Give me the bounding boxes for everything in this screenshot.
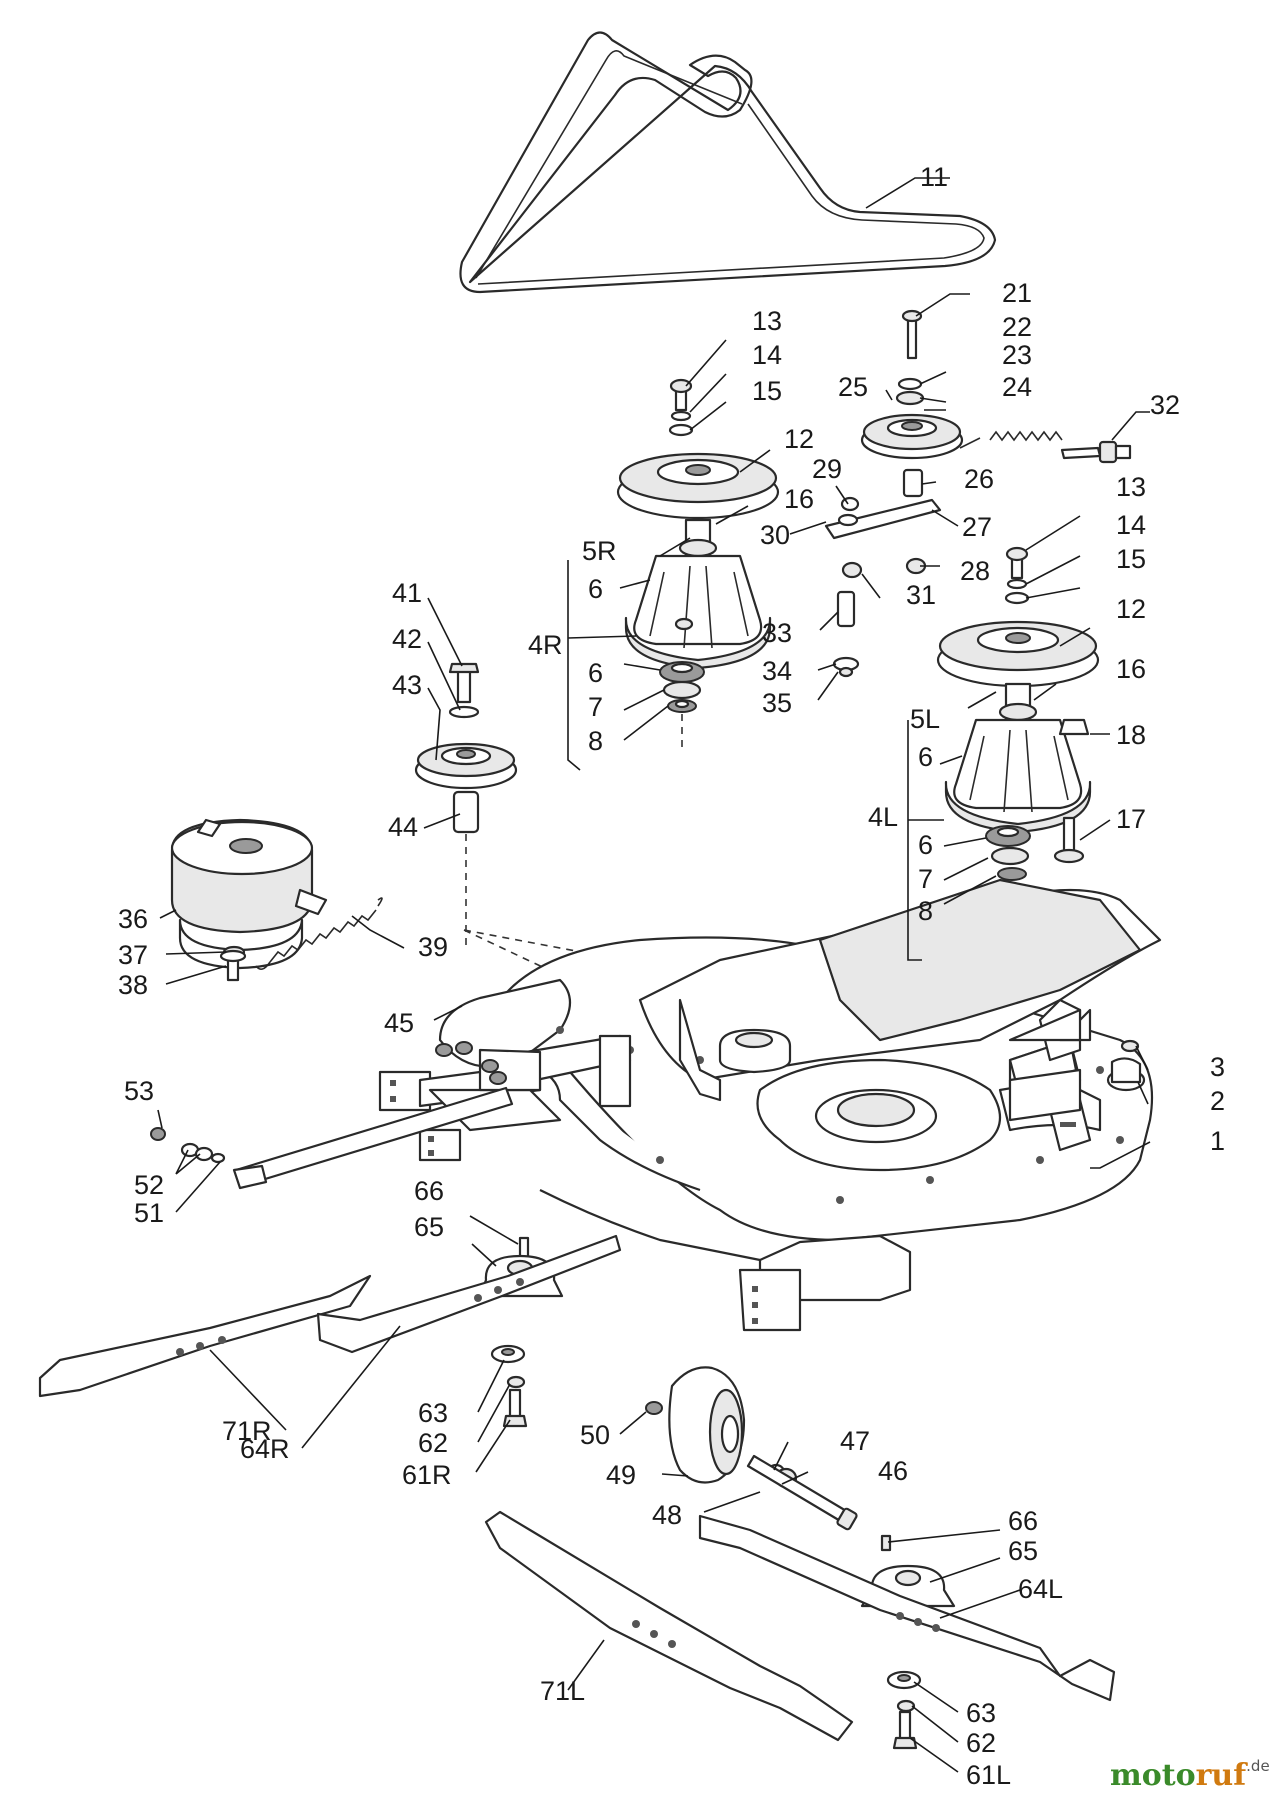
label-12-right: 12: [784, 424, 814, 454]
label-6-l2: 6: [918, 830, 933, 860]
label-71L: 71L: [540, 1676, 585, 1706]
label-33: 33: [762, 618, 792, 648]
label-8-right: 8: [588, 726, 603, 756]
label-7-left: 7: [918, 864, 933, 894]
label-1: 1: [1210, 1126, 1225, 1156]
label-22: 22: [1002, 312, 1032, 342]
label-47: 47: [840, 1426, 870, 1456]
label-29: 29: [812, 454, 842, 484]
label-62-right: 62: [418, 1428, 448, 1458]
label-6-r1: 6: [588, 574, 603, 604]
blade-64R: [316, 1234, 622, 1354]
spindle-left-assembly: [936, 546, 1100, 920]
label-46: 46: [878, 1456, 908, 1486]
label-23: 23: [1002, 340, 1032, 370]
label-16-right: 16: [784, 484, 814, 514]
label-41: 41: [392, 578, 422, 608]
label-39: 39: [418, 932, 448, 962]
label-52: 52: [134, 1170, 164, 1200]
label-18: 18: [1116, 720, 1146, 750]
lift-linkage: [150, 1034, 632, 1190]
idler-pulley-assembly: [860, 309, 964, 498]
gauge-wheel-assembly: [645, 1366, 858, 1531]
label-7-right: 7: [588, 692, 603, 722]
label-28: 28: [960, 556, 990, 586]
label-13-left: 13: [1116, 472, 1146, 502]
label-64R: 64R: [240, 1434, 290, 1464]
label-6-r2: 6: [588, 658, 603, 688]
label-49: 49: [606, 1460, 636, 1490]
label-53: 53: [124, 1076, 154, 1106]
label-35: 35: [762, 688, 792, 718]
label-50: 50: [580, 1420, 610, 1450]
blade-bolt-left: [886, 1670, 922, 1750]
label-34: 34: [762, 656, 792, 686]
label-17: 17: [1116, 804, 1146, 834]
label-27: 27: [962, 512, 992, 542]
spindle-right-assembly: [616, 378, 780, 750]
label-63-left: 63: [966, 1698, 996, 1728]
label-45: 45: [384, 1008, 414, 1038]
label-26: 26: [964, 464, 994, 494]
label-63-right: 63: [418, 1398, 448, 1428]
label-13-right: 13: [752, 306, 782, 336]
label-66-left: 66: [1008, 1506, 1038, 1536]
blade-71L: [484, 1510, 854, 1742]
label-16-left: 16: [1116, 654, 1146, 684]
label-30: 30: [760, 520, 790, 550]
label-8-left: 8: [918, 896, 933, 926]
label-32: 32: [1150, 390, 1180, 420]
label-5L: 5L: [910, 704, 940, 734]
part-labels: 11 21 22 23 24 25 32 13 14 15 12 29 16 2…: [118, 162, 1225, 1790]
label-65-left: 65: [1008, 1536, 1038, 1566]
electric-clutch-assembly: [170, 818, 625, 982]
label-31: 31: [906, 580, 936, 610]
drive-belt: [459, 31, 997, 294]
label-5R: 5R: [582, 536, 617, 566]
label-3: 3: [1210, 1052, 1225, 1082]
label-43: 43: [392, 670, 422, 700]
label-64L: 64L: [1018, 1574, 1063, 1604]
center-pulley-assembly: [414, 662, 518, 948]
label-71R: 71R: [222, 1416, 272, 1446]
label-4R: 4R: [528, 630, 563, 660]
label-44: 44: [388, 812, 418, 842]
anti-scalp-roller: [1106, 1039, 1146, 1092]
idler-bracket: [824, 496, 942, 678]
label-14-left: 14: [1116, 510, 1146, 540]
label-11: 11: [920, 162, 948, 192]
blade-71R: [38, 1274, 372, 1398]
label-66-right: 66: [414, 1176, 444, 1206]
mower-deck: [438, 878, 1162, 1332]
blade-bolt-right: [490, 1344, 528, 1428]
label-24: 24: [1002, 372, 1032, 402]
blade-64L: [698, 1514, 1116, 1702]
label-65-right: 65: [414, 1212, 444, 1242]
leader-lines: [157, 177, 1151, 1773]
label-12-left: 12: [1116, 594, 1146, 624]
label-61R: 61R: [402, 1460, 452, 1490]
label-6-l1: 6: [918, 742, 933, 772]
svg-text:motoruf.de: motoruf.de: [1110, 1757, 1270, 1793]
label-38: 38: [118, 970, 148, 1000]
label-15-right: 15: [752, 376, 782, 406]
label-14-right: 14: [752, 340, 782, 370]
label-36: 36: [118, 904, 148, 934]
tension-spring-rod: [959, 430, 1132, 464]
label-62-left: 62: [966, 1728, 996, 1758]
label-21: 21: [1002, 278, 1032, 308]
label-2: 2: [1210, 1086, 1225, 1116]
label-51: 51: [134, 1198, 164, 1228]
label-61L: 61L: [966, 1760, 1011, 1790]
label-48: 48: [652, 1500, 682, 1530]
watermark-logo: motoruf.de: [1110, 1757, 1270, 1793]
label-4L: 4L: [868, 802, 898, 832]
label-37: 37: [118, 940, 148, 970]
label-42: 42: [392, 624, 422, 654]
label-25: 25: [838, 372, 868, 402]
label-15-left: 15: [1116, 544, 1146, 574]
